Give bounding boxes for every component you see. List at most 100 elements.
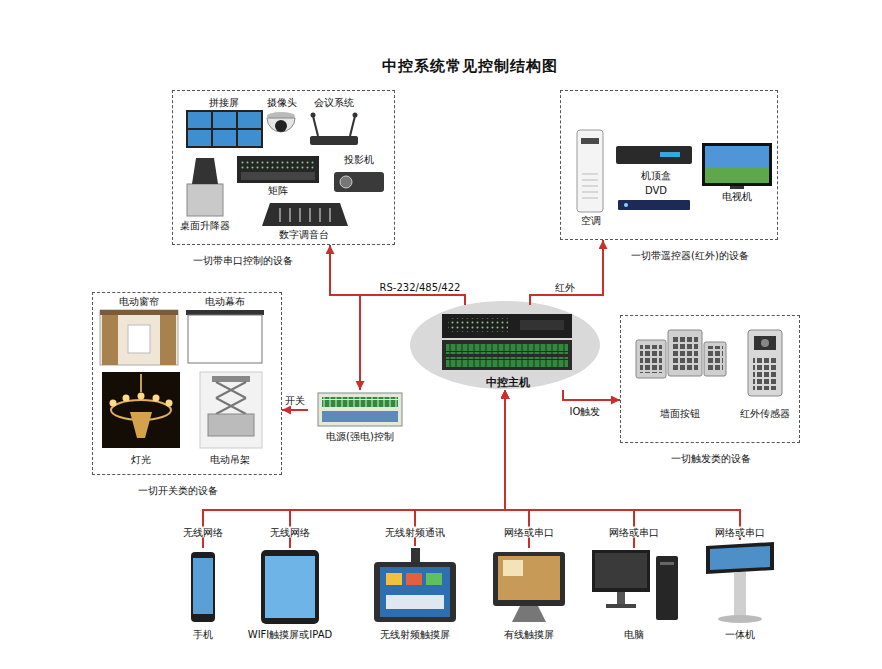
hanger-lift-icon bbox=[200, 372, 262, 448]
ir-sensor-icon bbox=[753, 356, 777, 390]
device-item: DVD bbox=[614, 184, 698, 214]
wall-button-icon bbox=[636, 330, 726, 378]
device-group: 一切开关类的设备电动窗帘电动幕布灯光电动吊架 bbox=[92, 292, 282, 475]
device-label: 红外传感器 bbox=[740, 408, 790, 420]
caption-wrap: 一切开关类的设备 bbox=[138, 479, 218, 498]
title-wrap: 中控系统常见控制结构图 bbox=[270, 56, 670, 75]
power-board bbox=[322, 411, 398, 422]
device-label: 投影机 bbox=[344, 154, 374, 166]
hanger-lift-icon bbox=[208, 414, 254, 436]
rf-touch-panel-icon bbox=[426, 573, 442, 585]
chandelier-icon bbox=[123, 395, 130, 402]
edge-label: 网络或串口 bbox=[502, 527, 556, 538]
rf-touch-panel-icon bbox=[374, 562, 456, 622]
chandelier-icon bbox=[130, 412, 152, 438]
device-label: 中控主机 bbox=[486, 376, 530, 389]
power-board bbox=[318, 393, 402, 426]
group-caption: 一切带串口控制的设备 bbox=[193, 255, 293, 266]
host-unit bbox=[520, 320, 564, 330]
edge-label: 网络或串口 bbox=[607, 527, 661, 538]
device-label: 有线触摸屏 bbox=[504, 629, 554, 641]
set-top-box-icon bbox=[660, 152, 680, 157]
video-wall-icon bbox=[186, 110, 263, 148]
conference-icon bbox=[350, 116, 355, 136]
phone-icon bbox=[193, 558, 213, 614]
computer-icon bbox=[592, 550, 678, 620]
phone-icon bbox=[191, 552, 215, 622]
device-item: 会议系统 bbox=[302, 96, 366, 148]
edge-label-wrap: IO触发 bbox=[568, 400, 603, 419]
device-label: 空调 bbox=[581, 215, 601, 227]
group-caption: 一切带遥控器(红外)的设备 bbox=[631, 250, 749, 261]
ir-sensor-icon bbox=[761, 339, 769, 347]
control-terminal: 手机 bbox=[181, 548, 225, 642]
connector bbox=[360, 295, 465, 390]
edge-label-wrap: 网络或串口 bbox=[607, 521, 661, 540]
wired-touch-panel-icon bbox=[493, 552, 565, 606]
group-caption: 一切触发类的设备 bbox=[671, 453, 751, 464]
caption-wrap: 一切带串口控制的设备 bbox=[193, 249, 293, 268]
device-label: 桌面升降器 bbox=[180, 220, 230, 232]
edge-label-wrap: 无线网络 bbox=[268, 521, 312, 540]
kiosk-icon bbox=[706, 542, 774, 623]
set-top-box-icon bbox=[616, 146, 692, 164]
diagram-title: 中控系统常见控制结构图 bbox=[382, 57, 558, 75]
edge-label-wrap: 无线网络 bbox=[181, 521, 225, 540]
control-terminal: 无线射频触摸屏 bbox=[370, 546, 460, 642]
device-label: 灯光 bbox=[131, 454, 151, 466]
power-board bbox=[322, 397, 398, 407]
control-terminal: 有线触摸屏 bbox=[488, 548, 570, 642]
mixer-icon bbox=[280, 208, 330, 222]
phone-icon bbox=[191, 552, 215, 622]
chandelier-icon bbox=[153, 395, 160, 402]
device-item: 电视机 bbox=[700, 138, 774, 204]
device-label: DVD bbox=[645, 185, 667, 197]
desk-lift-icon bbox=[187, 158, 223, 216]
curtain-icon bbox=[100, 310, 178, 365]
tablet-icon bbox=[265, 556, 315, 618]
chandelier-icon bbox=[102, 372, 180, 448]
computer-icon bbox=[660, 562, 674, 565]
rf-touch-panel-icon bbox=[380, 567, 450, 617]
connector bbox=[505, 390, 634, 548]
device-label: 电视机 bbox=[722, 191, 752, 203]
video-wall-icon bbox=[238, 112, 261, 128]
control-host: 中控主机 bbox=[430, 305, 585, 390]
curtain-icon bbox=[100, 310, 178, 365]
host-backdrop bbox=[410, 301, 600, 389]
tv-icon bbox=[702, 143, 772, 186]
device-item: 摄像头 bbox=[264, 96, 300, 148]
rf-touch-panel-icon bbox=[386, 595, 444, 609]
edge-label-wrap: RS-232/485/422 bbox=[378, 276, 463, 295]
computer-icon bbox=[595, 553, 647, 588]
conference-icon bbox=[313, 116, 318, 136]
device-label: 电动幕布 bbox=[205, 296, 245, 308]
device-item: 电动窗帘 bbox=[98, 295, 180, 367]
device-item: 矩阵 bbox=[232, 152, 324, 198]
video-wall-icon bbox=[188, 130, 211, 146]
device-label: 墙面按钮 bbox=[660, 408, 700, 420]
tv-icon bbox=[705, 168, 769, 183]
air-conditioner-icon bbox=[581, 138, 599, 144]
dvd-icon bbox=[618, 200, 690, 210]
power-controller: 电源(强电)控制 bbox=[308, 390, 412, 444]
rf-touch-panel-icon bbox=[386, 573, 402, 585]
device-item: 电动幕布 bbox=[184, 295, 266, 367]
device-item: 灯光 bbox=[98, 370, 184, 467]
ir-sensor-icon bbox=[748, 330, 782, 396]
wall-button-icon bbox=[668, 330, 702, 376]
kiosk-icon bbox=[734, 572, 746, 616]
camera-icon bbox=[267, 112, 295, 132]
chandelier-icon bbox=[166, 400, 173, 407]
caption-wrap: 一切触发类的设备 bbox=[671, 447, 751, 466]
projector-icon bbox=[340, 176, 352, 188]
curtain-icon bbox=[160, 315, 176, 365]
control-terminal: 一体机 bbox=[705, 540, 775, 642]
projection-screen-icon bbox=[188, 315, 262, 363]
dvd-icon bbox=[624, 203, 628, 207]
device-label: 拼接屏 bbox=[209, 97, 239, 109]
curtain-icon bbox=[100, 310, 178, 315]
